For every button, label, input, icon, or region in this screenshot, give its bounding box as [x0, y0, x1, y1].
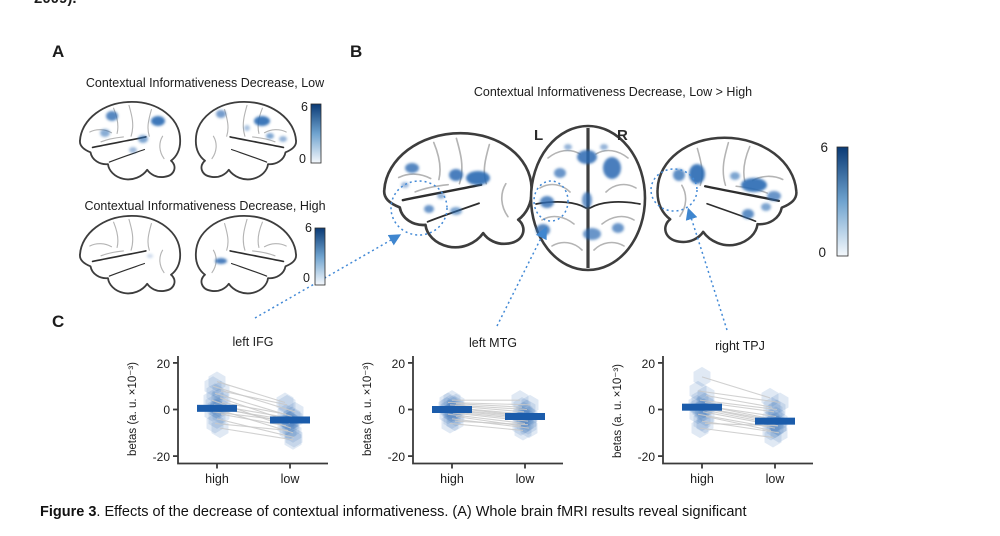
colorbars: [310, 103, 849, 286]
plot-left-ifg: [173, 356, 328, 469]
plot2-xtick-low: low: [515, 472, 535, 486]
arrow-right-tpj: [685, 207, 728, 331]
plot-left-mtg: [408, 356, 563, 469]
colorbar-b-max: 6: [820, 140, 828, 155]
panel-b-label: B: [350, 42, 363, 61]
figure-caption-text: . Effects of the decrease of contextual …: [96, 504, 747, 520]
roi-circle-left-ifg: [390, 180, 448, 236]
plot1-ytick-20: 20: [156, 357, 170, 371]
plot-right-tpj: [658, 356, 813, 469]
connector-arrows: [254, 207, 728, 331]
panelB-brain-left-sagittal: [382, 131, 534, 249]
plot3-ytick-neg20: -20: [637, 450, 655, 464]
plot2-ytick-neg20: -20: [387, 450, 405, 464]
colorbar-a-high: [314, 227, 326, 286]
plot2-ytick-20: 20: [391, 357, 405, 371]
plot-title-left-mtg: left MTG: [469, 336, 517, 350]
colorbar-b: [836, 146, 849, 257]
right-hemisphere-label: R: [617, 127, 628, 144]
colorbar-a-low-min: 0: [299, 152, 306, 166]
panelA-brain-right-high: [194, 214, 297, 295]
plot1-ytick-neg20: -20: [152, 450, 170, 464]
colorbar-a-low-max: 6: [301, 100, 308, 114]
figure-caption-number: Figure 3: [40, 504, 97, 520]
plot3-ytick-20: 20: [641, 357, 655, 371]
plot3-xtick-high: high: [690, 472, 714, 486]
clipped-body-text: 2009).: [34, 0, 77, 7]
panel-a-title-high: Contextual Informativeness Decrease, Hig…: [84, 199, 326, 213]
left-hemisphere-label: L: [534, 127, 544, 144]
panel-a-label: A: [52, 42, 65, 61]
roi-circle-right-tpj: [650, 168, 698, 212]
figure-caption: Figure 3. Effects of the decrease of con…: [40, 504, 940, 520]
plot1-xtick-high: high: [205, 472, 229, 486]
plot3-ytick-0: 0: [648, 403, 655, 417]
plot2-xtick-high: high: [440, 472, 464, 486]
colorbar-a-high-max: 6: [305, 221, 312, 235]
panelA-brain-left-low: [79, 100, 182, 181]
roi-circles: [390, 168, 698, 236]
panel-a-title-low: Contextual Informativeness Decrease, Low: [85, 76, 325, 90]
roi-circle-left-mtg: [533, 180, 569, 222]
panel-b-title: Contextual Informativeness Decrease, Low…: [473, 85, 753, 99]
plot-title-left-ifg: left IFG: [232, 335, 274, 349]
plot1-xtick-low: low: [280, 472, 300, 486]
panelA-brain-left-high: [79, 214, 182, 295]
plot-title-right-tpj: right TPJ: [715, 339, 765, 353]
panel-c-label: C: [52, 312, 65, 331]
colorbar-b-min: 0: [818, 245, 826, 260]
colorbar-a-high-min: 0: [303, 271, 310, 285]
plot3-xtick-low: low: [765, 472, 785, 486]
plot2-ytick-0: 0: [398, 403, 405, 417]
plot1-ytick-0: 0: [163, 403, 170, 417]
colorbar-a-low: [310, 103, 322, 164]
